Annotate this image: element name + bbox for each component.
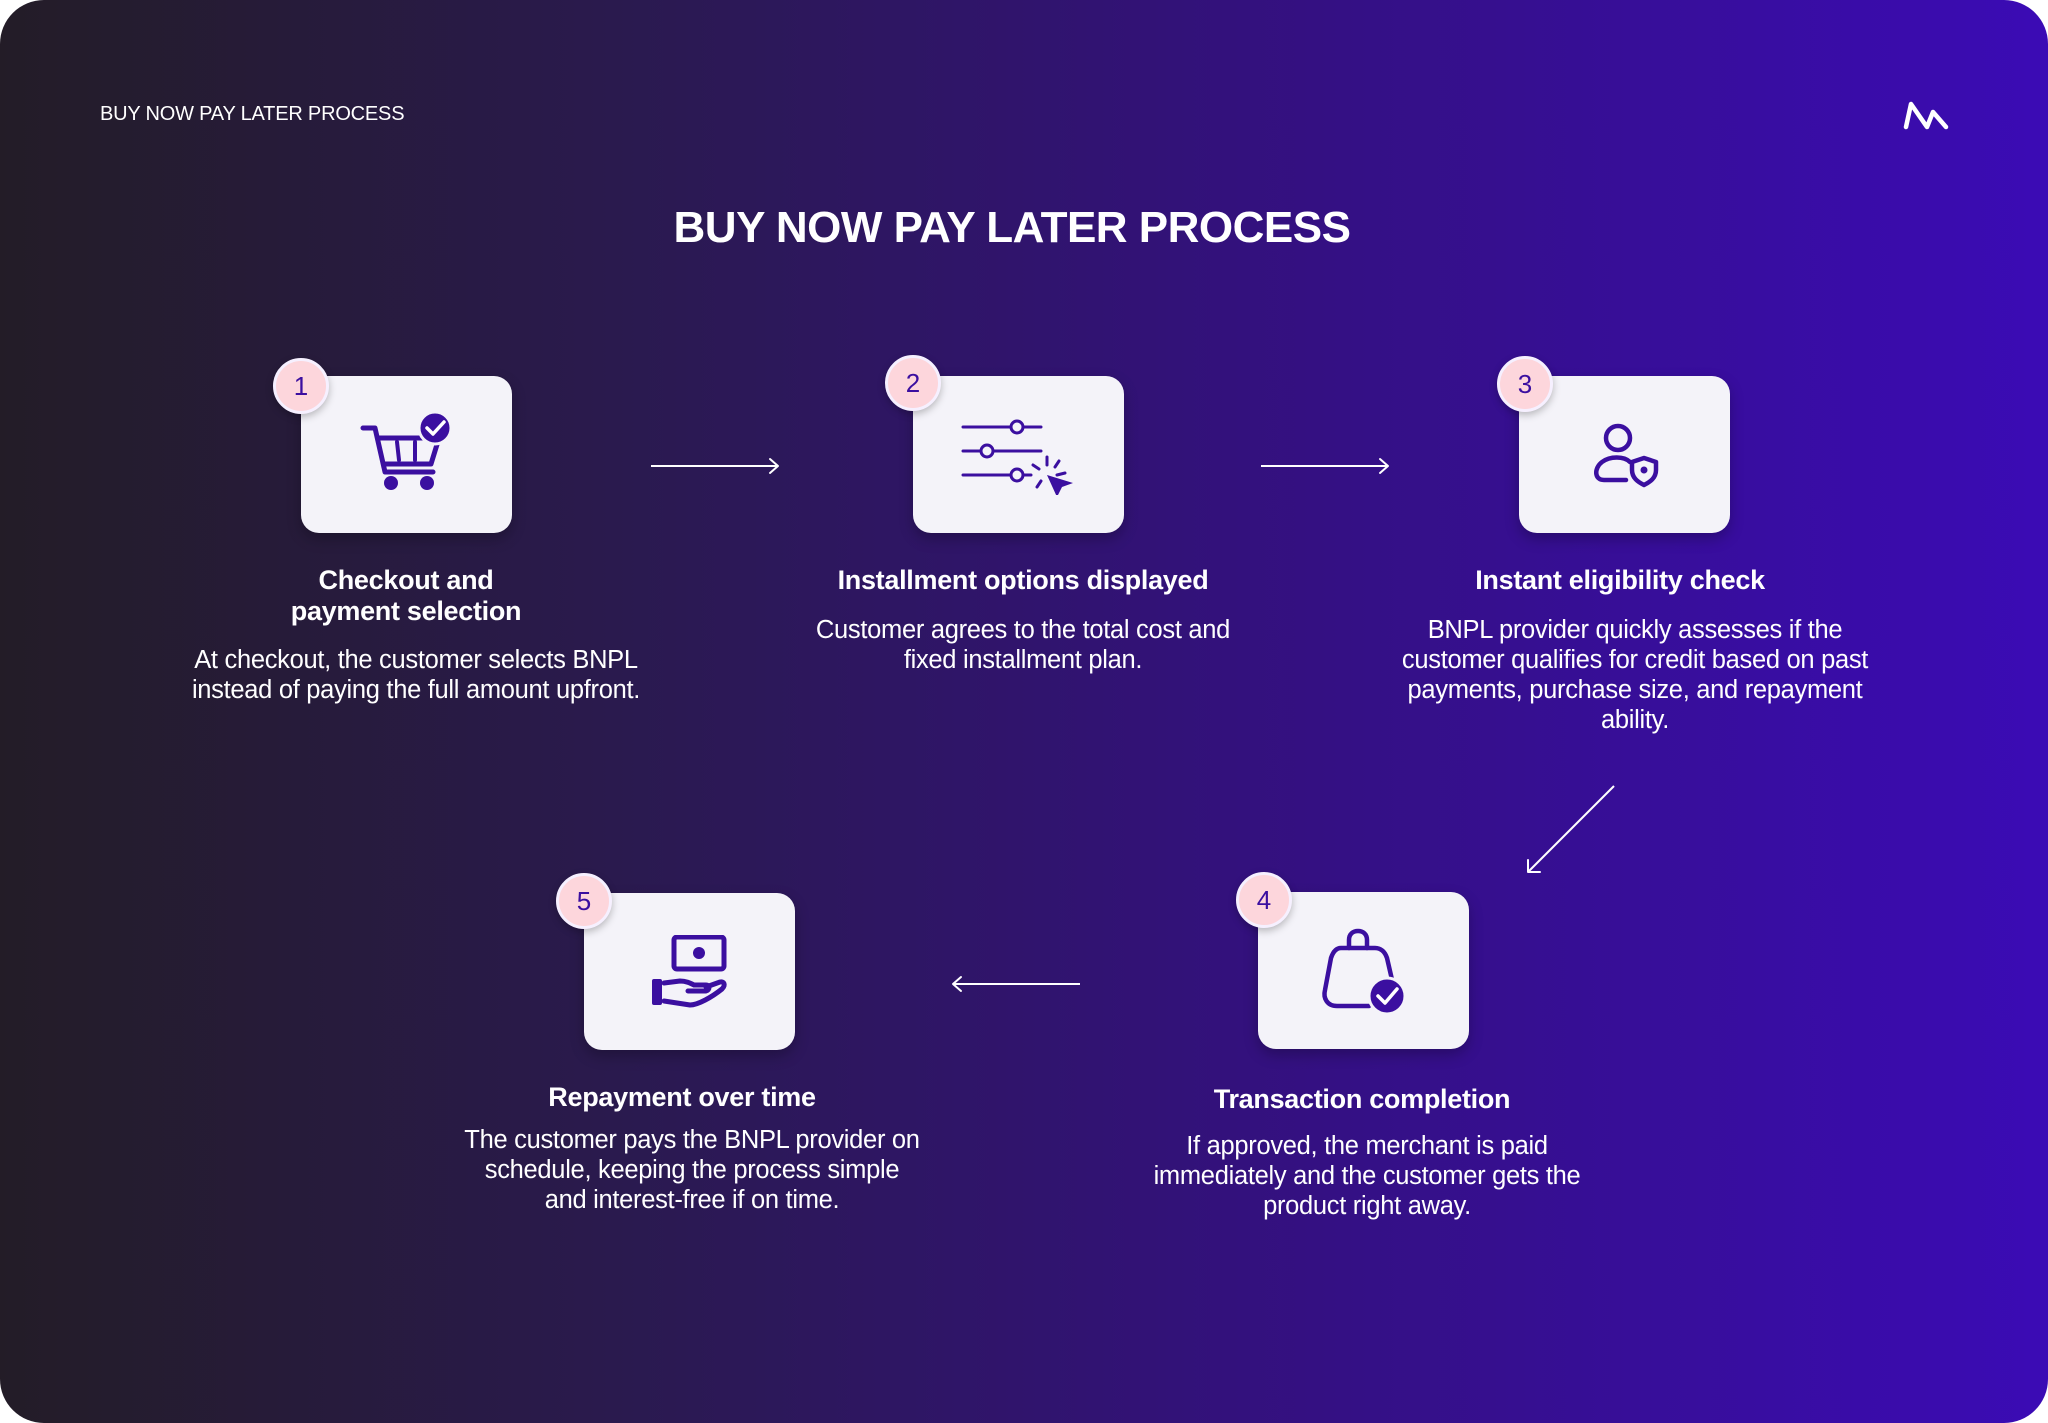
step-card-1 (301, 376, 512, 533)
hand-money-icon (651, 934, 727, 1007)
arrow-left-icon (952, 976, 1080, 992)
step-title-4: Transaction completion (1213, 1084, 1511, 1114)
step-badge-4: 4 (1236, 872, 1292, 928)
user-shield-icon (1593, 423, 1658, 487)
step-badge-3: 3 (1497, 356, 1553, 412)
step-title-1: Checkout and payment selection (290, 565, 522, 626)
step-description-2: Customer agrees to the total cost and fi… (815, 616, 1231, 674)
step-description-4: If approved, the merchant is paid immedi… (1153, 1132, 1581, 1220)
arrow-right-icon (1261, 458, 1389, 474)
page-title: BUY NOW PAY LATER PROCESS (673, 203, 1351, 252)
shopping-bag-check-icon (1321, 928, 1406, 1015)
step-card-4 (1258, 892, 1469, 1049)
step-card-5 (584, 893, 795, 1050)
step-card-2 (913, 376, 1124, 533)
eyebrow-label: BUY NOW PAY LATER PROCESS (100, 103, 405, 125)
wave-logo-icon (1903, 101, 1949, 130)
step-badge-2: 2 (885, 355, 941, 411)
step-badge-5: 5 (556, 873, 612, 929)
step-card-3 (1519, 376, 1730, 533)
step-title-3: Instant eligibility check (1475, 565, 1765, 595)
shopping-cart-check-icon (360, 411, 452, 490)
step-title-5: Repayment over time (548, 1082, 816, 1112)
arrow-right-icon (651, 458, 779, 474)
step-description-5: The customer pays the BNPL provider on s… (464, 1126, 920, 1214)
step-description-1: At checkout, the customer selects BNPL i… (191, 646, 641, 704)
step-title-2: Installment options displayed (837, 565, 1209, 595)
sliders-cursor-icon (961, 419, 1073, 495)
step-description-3: BNPL provider quickly assesses if the cu… (1401, 616, 1869, 734)
arrow-down-left-icon (1527, 785, 1615, 873)
step-badge-1: 1 (273, 358, 329, 414)
